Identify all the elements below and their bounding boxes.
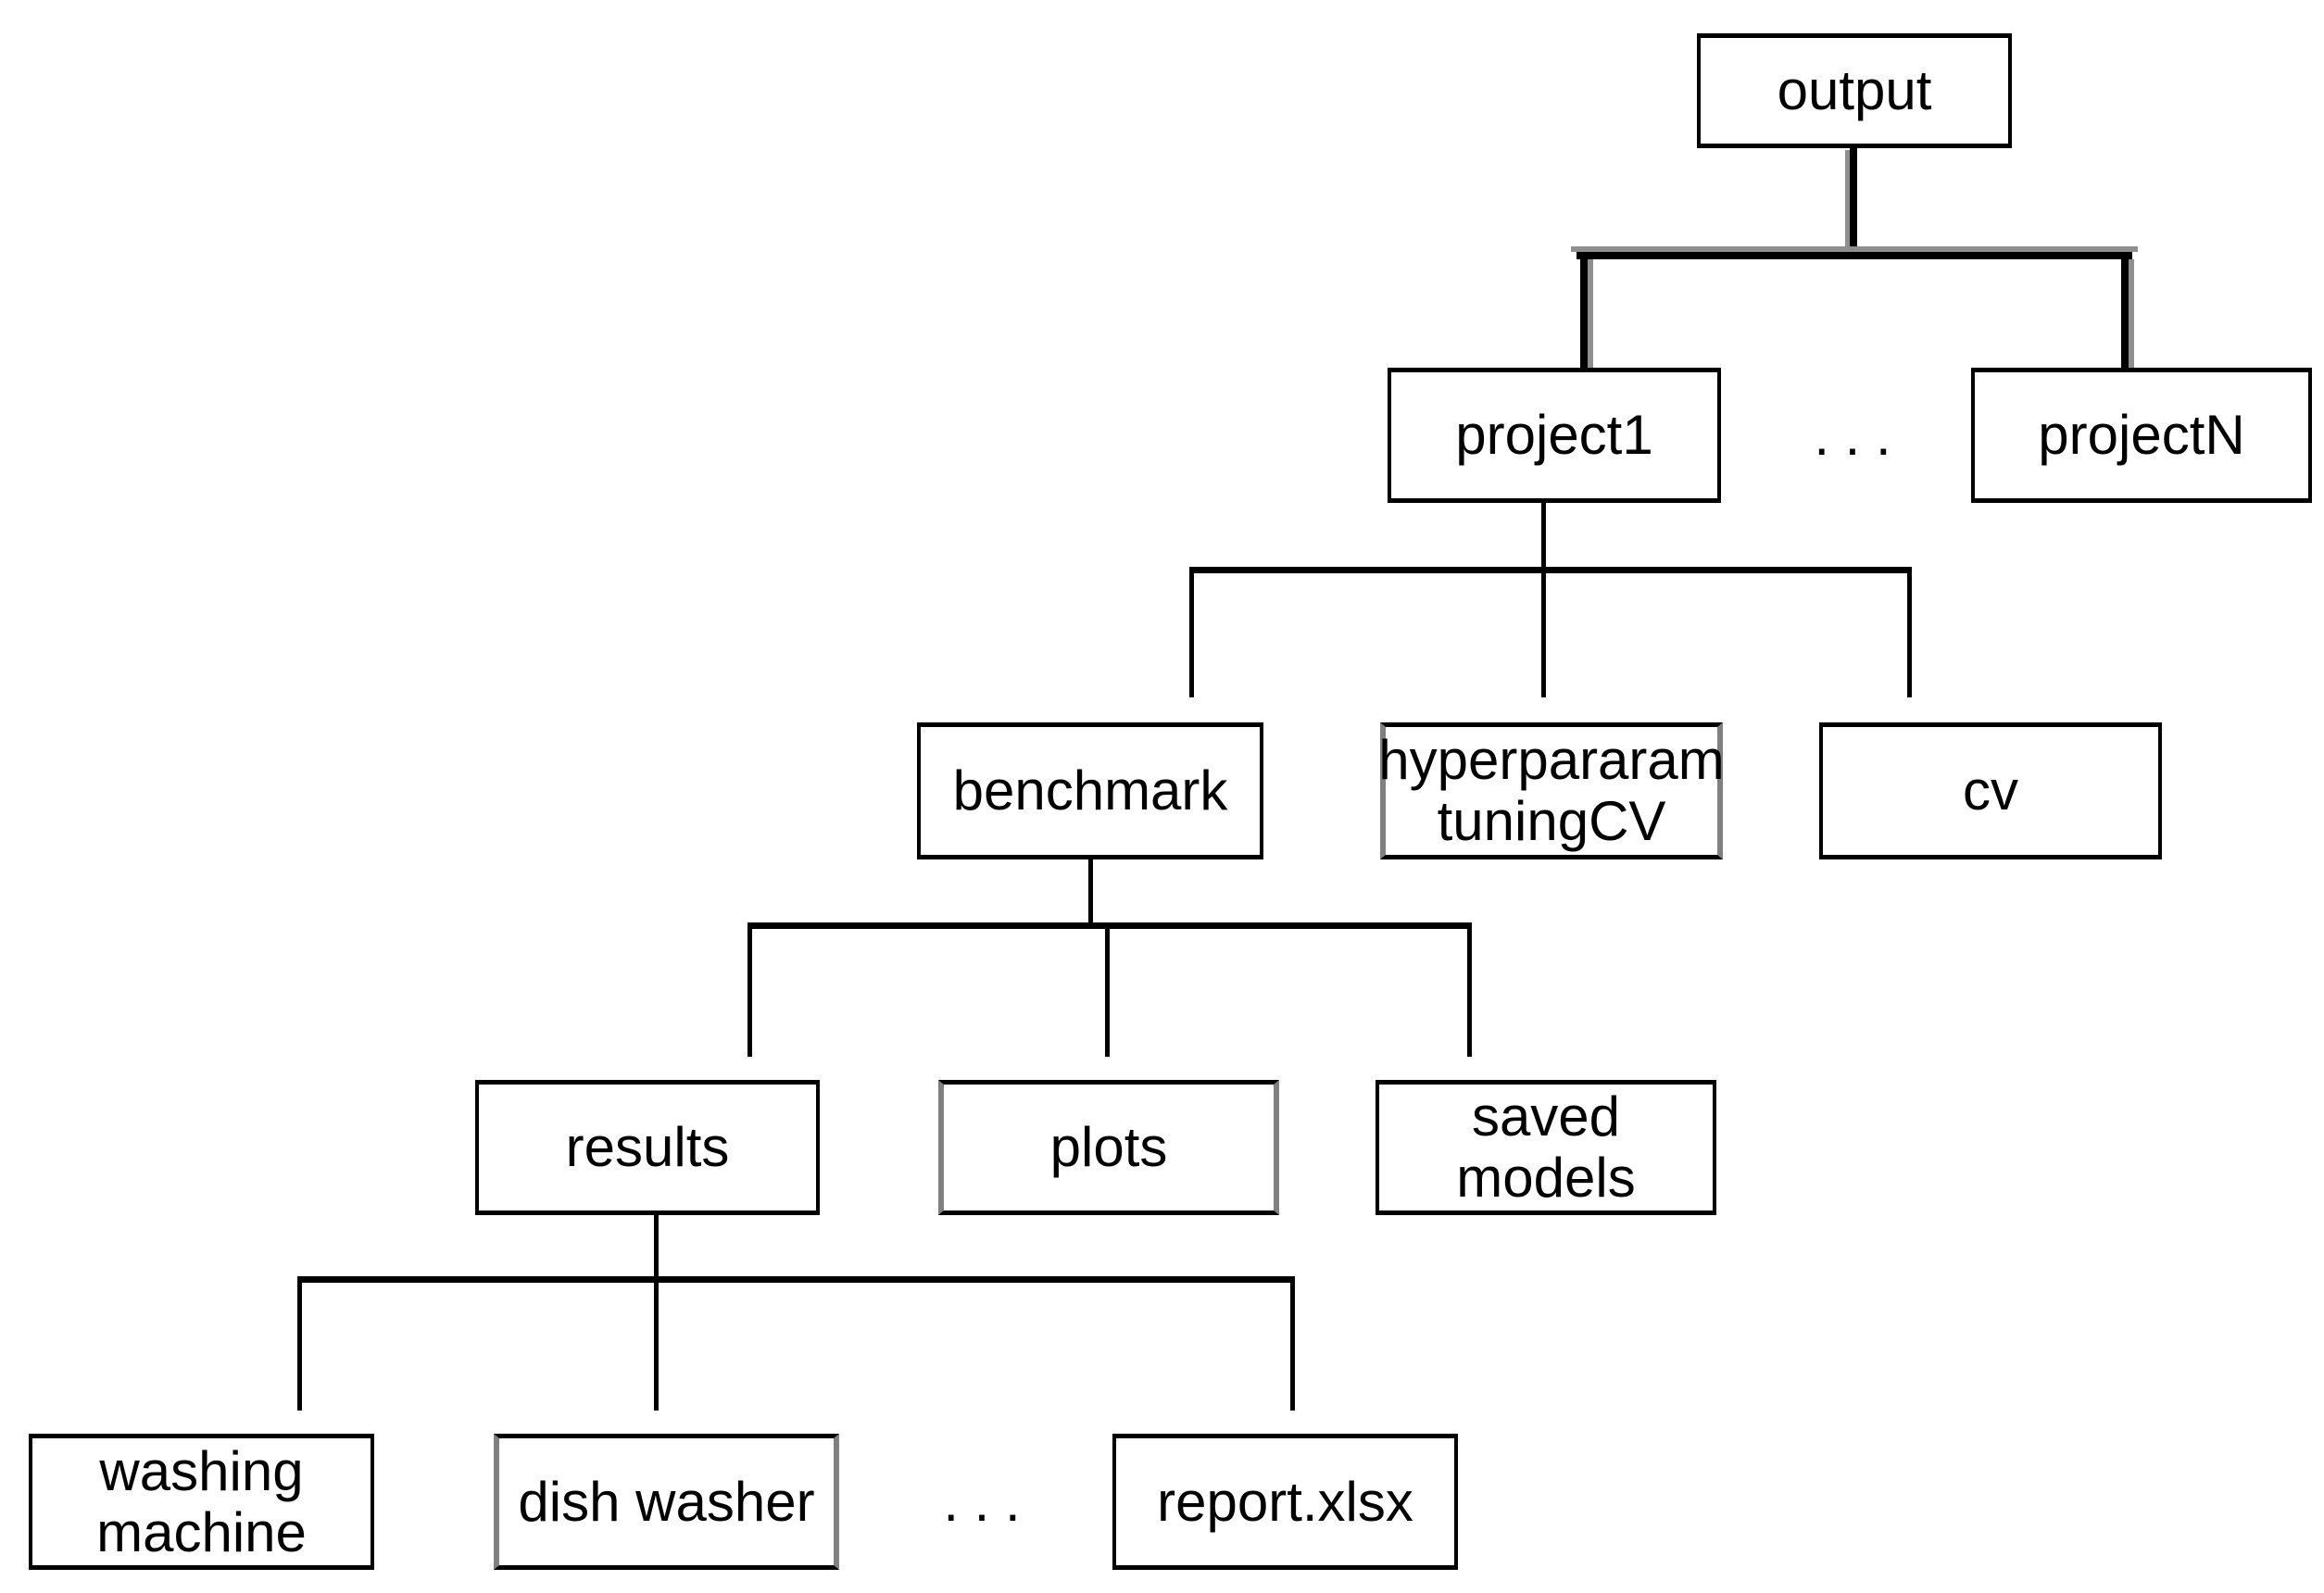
connector-results-drop (747, 929, 752, 1057)
connector-level2-horizontal (1189, 567, 1912, 573)
node-cv: cv (1819, 722, 2162, 859)
node-washing-machine: washing machine (29, 1434, 374, 1570)
node-projectN: projectN (1971, 368, 2312, 503)
connector-results-stub (654, 1215, 659, 1278)
node-results: results (475, 1080, 820, 1215)
node-benchmark: benchmark (917, 722, 1263, 859)
connector-project1-drop (1580, 252, 1588, 368)
connector-hyperparam-drop (1541, 573, 1546, 697)
connector-level3-horizontal (747, 922, 1472, 929)
connector-plots-drop (1105, 929, 1110, 1057)
connector-saved-models-drop (1467, 929, 1472, 1057)
connector-dish-washer-drop (654, 1283, 659, 1411)
ellipsis-results-children: . . . (943, 1470, 1021, 1533)
connector-benchmark-stub (1088, 859, 1093, 924)
connector-level4-horizontal (297, 1276, 1295, 1283)
connector-output-stub-shadow (1845, 150, 1850, 248)
node-report-xlsx: report.xlsx (1112, 1434, 1458, 1570)
node-hyperparam-tuning: hyperpararam tuningCV (1378, 722, 1725, 859)
connector-projects-horizontal-shadow (1571, 246, 2138, 252)
ellipsis-projects: . . . (1814, 404, 1891, 467)
connector-washing-machine-drop (297, 1283, 302, 1411)
connector-projectN-drop-shadow (2129, 259, 2134, 368)
connector-projects-horizontal (1577, 252, 2132, 259)
connector-project1-drop-shadow (1588, 259, 1593, 368)
connector-output-stub (1850, 148, 1857, 252)
node-plots: plots (938, 1080, 1279, 1215)
node-output: output (1697, 33, 2012, 148)
connector-report-drop (1290, 1283, 1295, 1411)
connector-cv-drop (1907, 573, 1912, 697)
connector-projectN-drop (2121, 252, 2129, 368)
node-saved-models: saved models (1376, 1080, 1716, 1215)
connector-benchmark-drop (1189, 573, 1194, 697)
node-project1: project1 (1388, 368, 1721, 503)
node-dish-washer: dish washer (494, 1434, 839, 1570)
connector-project1-stub (1541, 503, 1546, 572)
